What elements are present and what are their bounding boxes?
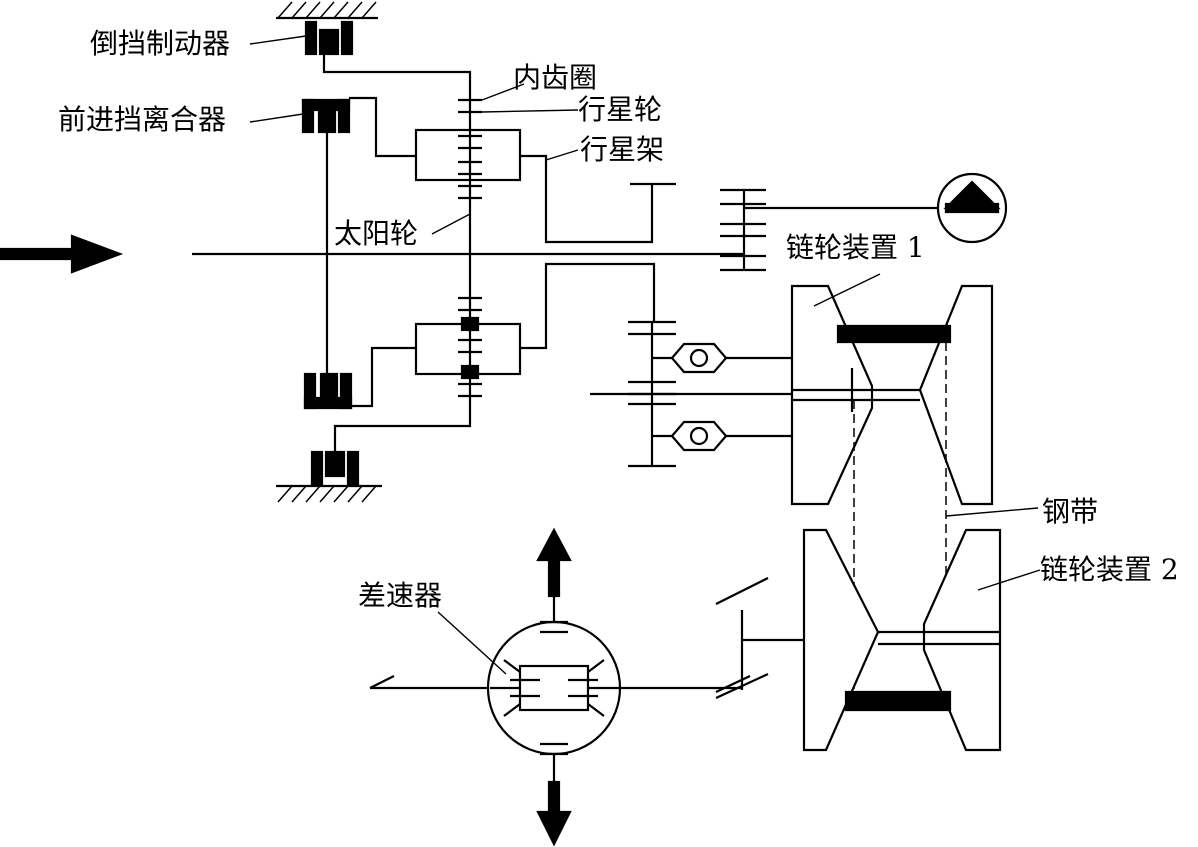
planetary-gear-set xyxy=(414,98,676,398)
hydraulic-actuator-lower xyxy=(652,420,792,452)
top-ground xyxy=(276,1,378,20)
transfer-gear xyxy=(590,320,792,468)
bottom-brake xyxy=(276,396,472,503)
label-steel-belt: 钢带 xyxy=(1042,495,1099,528)
forward-clutch-top xyxy=(301,96,416,380)
arrow-right-icon xyxy=(0,234,124,274)
differential xyxy=(486,596,622,782)
label-planet-carrier: 行星架 xyxy=(580,133,665,166)
label-ring-gear: 内齿圈 xyxy=(513,61,598,94)
forward-clutch-bottom xyxy=(303,346,416,410)
hydraulic-actuator-upper xyxy=(652,342,792,374)
label-pulley-1: 链轮装置 1 xyxy=(786,231,925,264)
pump-drive xyxy=(720,188,938,272)
label-pulley-2: 链轮装置 2 xyxy=(1040,553,1179,586)
arrow-down-icon xyxy=(536,780,572,847)
output-shaft xyxy=(369,577,804,699)
pulley-2 xyxy=(802,528,1002,752)
label-reverse-brake: 倒挡制动器 xyxy=(90,27,231,60)
label-leaders xyxy=(249,35,1041,675)
label-forward-clutch: 前进挡离合器 xyxy=(58,103,227,136)
reverse-brake xyxy=(304,20,472,100)
label-sun-gear: 太阳轮 xyxy=(334,217,419,250)
arrow-up-icon xyxy=(536,527,572,598)
pump-icon xyxy=(936,172,1008,244)
label-differential: 差速器 xyxy=(358,579,443,612)
label-planet-gear: 行星轮 xyxy=(578,93,663,126)
pulley-1 xyxy=(790,284,994,506)
